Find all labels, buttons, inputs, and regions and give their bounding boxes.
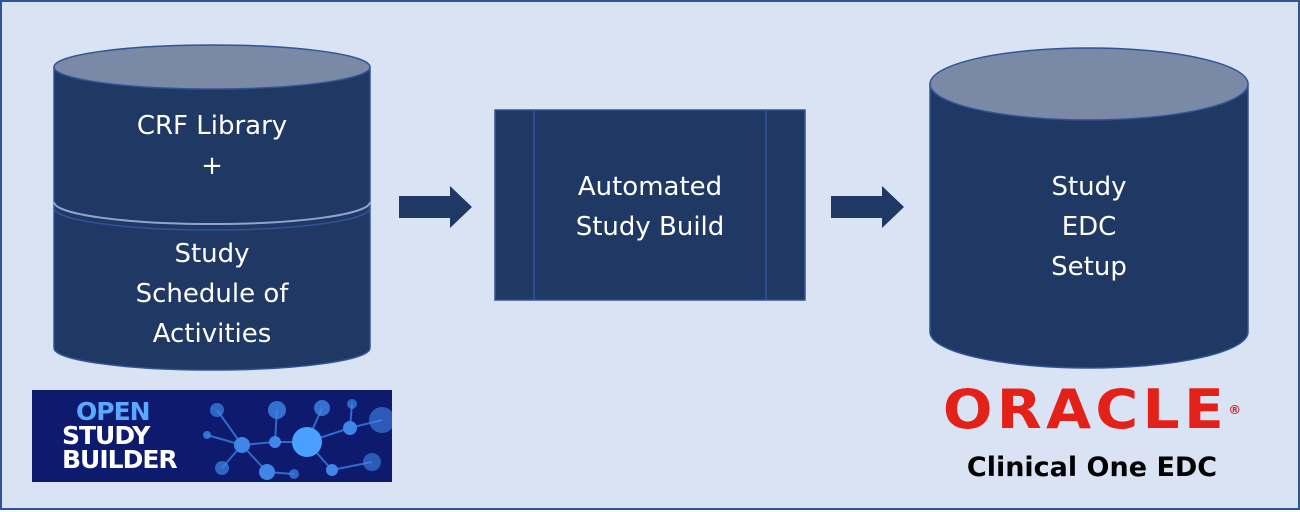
right-cylinder-label: Study EDC Setup: [989, 167, 1189, 287]
schedule-of-label: Schedule of: [135, 279, 289, 309]
left-cylinder-body: [53, 66, 371, 371]
right-cylinder: [929, 47, 1249, 369]
left-cylinder-divider: [53, 201, 371, 225]
registered-mark: ®: [1228, 403, 1242, 417]
plus-label: +: [201, 151, 223, 181]
right-cylinder-body: [929, 83, 1249, 369]
osb-word-open: OPEN: [76, 397, 151, 426]
study-build-label: Study Build: [575, 212, 725, 242]
oracle-logo: ORACLE®: [914, 380, 1270, 440]
study-edc-line3: Setup: [1051, 252, 1127, 282]
study-edc-line2: EDC: [1061, 212, 1117, 242]
left-cylinder-lower-label: Study Schedule of Activities: [82, 234, 342, 354]
crf-library-label: CRF Library: [136, 111, 288, 141]
left-cylinder-upper-label: CRF Library +: [92, 106, 332, 186]
openstudybuilder-wordmark: OPEN STUDY BUILDER: [62, 397, 178, 474]
left-cylinder-divider-shadow: [53, 207, 371, 231]
study-edc-line1: Study: [1051, 172, 1127, 202]
arrow-right-2: [831, 186, 904, 228]
openstudybuilder-logo: OPEN STUDY BUILDER: [32, 390, 392, 482]
left-cylinder: [53, 44, 371, 371]
automated-label: Automated: [577, 172, 723, 202]
process-box-label: Automated Study Build: [535, 167, 765, 247]
process-box: [494, 109, 806, 301]
network-graphic: [203, 399, 392, 480]
left-cylinder-top: [53, 44, 371, 90]
oracle-wordmark-text: ORACLE: [942, 378, 1229, 441]
right-cylinder-top: [929, 47, 1249, 121]
activities-label: Activities: [152, 319, 272, 349]
study-label: Study: [174, 239, 250, 269]
arrow-right-1: [399, 186, 472, 228]
osb-word-builder: BUILDER: [62, 445, 178, 474]
oracle-product-name: Clinical One EDC: [966, 452, 1218, 483]
osb-word-study: STUDY: [62, 421, 150, 450]
process-box-shape: [494, 109, 806, 301]
